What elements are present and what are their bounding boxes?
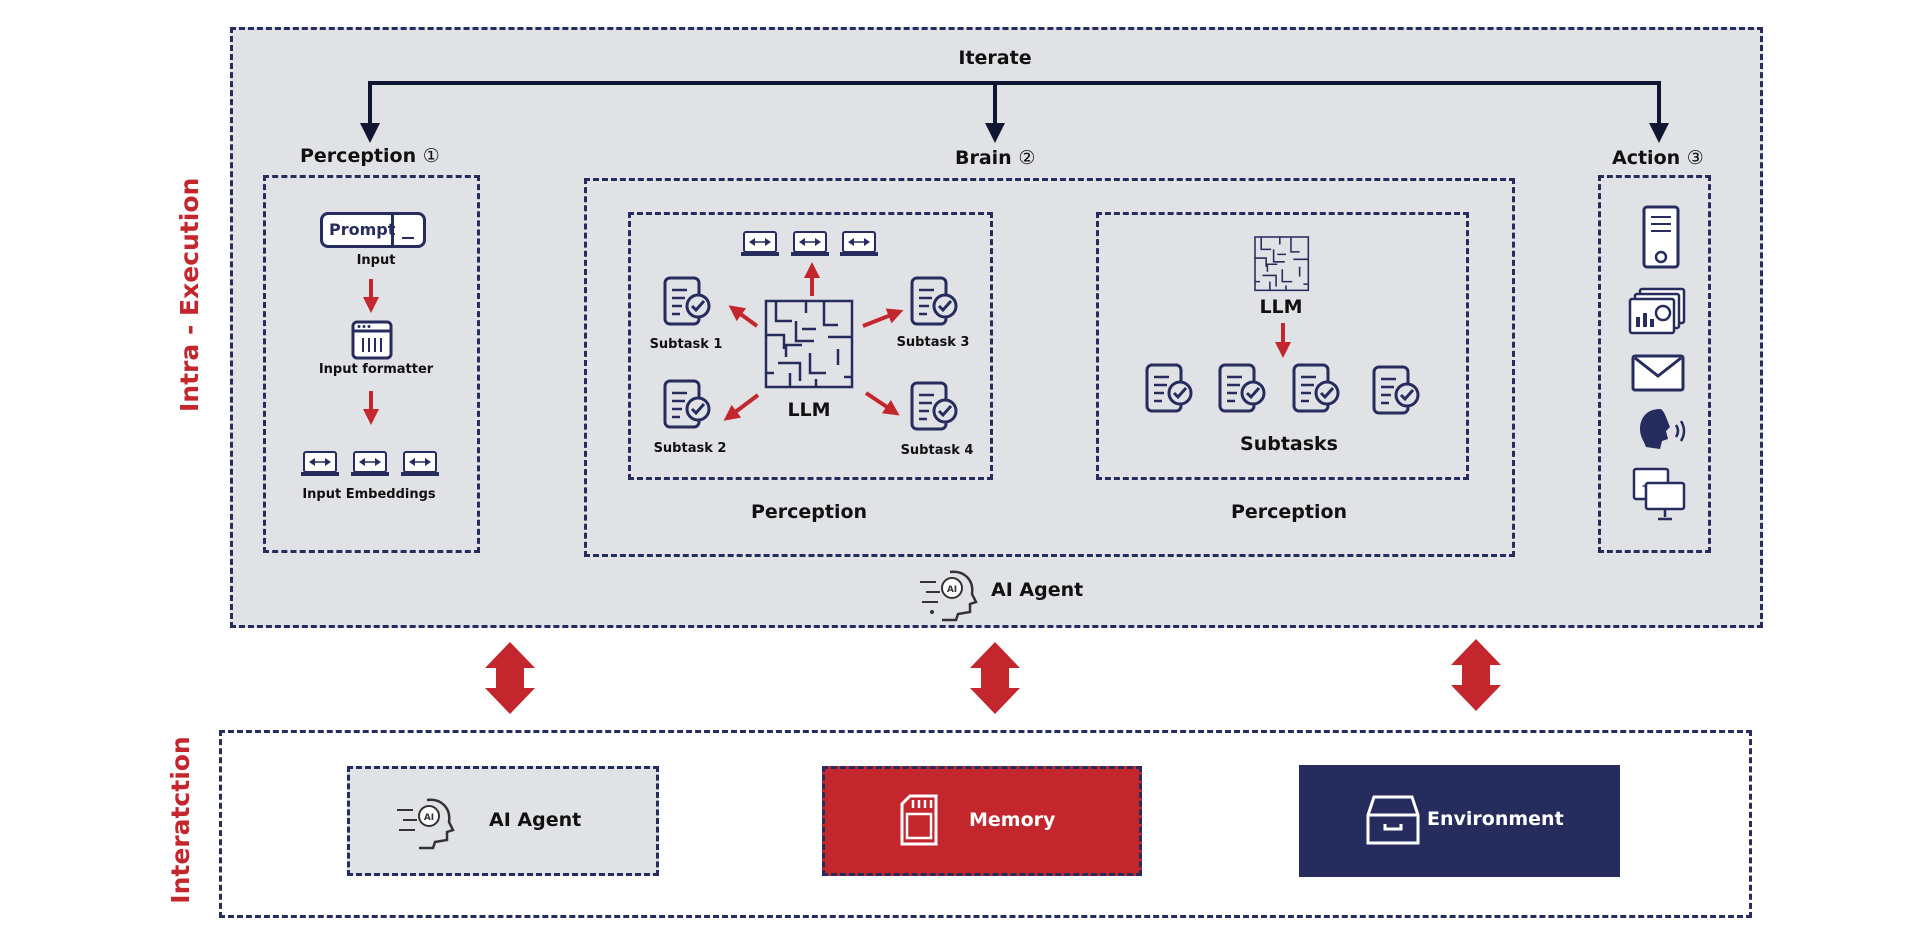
environment-label: Environment bbox=[1427, 808, 1564, 830]
brain-right-caption: Perception bbox=[1230, 501, 1348, 523]
prompt-divider bbox=[391, 215, 394, 245]
prompt-label: Prompt bbox=[329, 220, 396, 239]
input-formatter-label: Input formatter bbox=[318, 362, 434, 377]
subtasks-label: Subtasks bbox=[1240, 433, 1338, 455]
subtask-4-icon bbox=[910, 381, 958, 431]
subtask-doc-3-icon bbox=[1292, 363, 1340, 413]
code-screen-icon: </> bbox=[1632, 467, 1686, 521]
maze-small-icon bbox=[1254, 236, 1310, 292]
subtask-2-label: Subtask 2 bbox=[653, 441, 727, 456]
formatter-icon bbox=[351, 320, 393, 360]
brain-left-laptops bbox=[740, 231, 879, 257]
brain-right-panel bbox=[1096, 212, 1469, 480]
brain-left-panel bbox=[628, 212, 993, 480]
archive-drawer-icon bbox=[1366, 795, 1420, 845]
input-label: Input bbox=[356, 253, 396, 268]
subtask-4-label: Subtask 4 bbox=[900, 443, 974, 458]
subtask-1-icon bbox=[663, 276, 711, 326]
subtask-1-label: Subtask 1 bbox=[649, 337, 723, 352]
step-2-icon: ② bbox=[1018, 147, 1036, 169]
brain-left-arrows bbox=[723, 262, 904, 421]
interaction-ai-agent-label: AI Agent bbox=[489, 809, 582, 831]
mail-icon bbox=[1631, 354, 1685, 392]
ai-agent-top-label: AI Agent bbox=[991, 579, 1084, 601]
ai-agent-head-icon: AI bbox=[920, 570, 978, 622]
environment-box bbox=[1299, 765, 1620, 877]
server-icon bbox=[1642, 205, 1680, 269]
subtask-doc-2-icon bbox=[1218, 363, 1266, 413]
subtask-doc-1-icon bbox=[1145, 363, 1193, 413]
action-header: Action ③ bbox=[1612, 147, 1704, 169]
perception-header: Perception ① bbox=[300, 145, 440, 167]
brain-left-caption: Perception bbox=[750, 501, 868, 523]
input-embeddings-label: Input Embeddings bbox=[302, 487, 436, 502]
iterate-arrows bbox=[360, 81, 1669, 143]
brain-header: Brain ② bbox=[955, 147, 1036, 169]
interaction-ai-agent-icon: AI bbox=[397, 798, 455, 850]
dashboard-icon bbox=[1628, 287, 1686, 335]
action-panel bbox=[1598, 175, 1711, 553]
brain-left-llm-label: LLM bbox=[787, 399, 831, 421]
prompt-input-box: Prompt bbox=[320, 212, 426, 248]
subtask-3-label: Subtask 3 bbox=[896, 335, 970, 350]
svg-text:AI: AI bbox=[947, 585, 957, 595]
double-arrows bbox=[485, 639, 1501, 714]
memory-box bbox=[822, 766, 1142, 876]
subtask-doc-4-icon bbox=[1372, 365, 1420, 415]
brain-panel bbox=[584, 178, 1515, 557]
maze-llm-icon bbox=[764, 299, 854, 389]
step-3-icon: ③ bbox=[1686, 147, 1704, 169]
voice-icon bbox=[1640, 409, 1686, 449]
sd-card-icon bbox=[900, 794, 938, 846]
embedding-icons bbox=[300, 451, 440, 477]
interaction-ai-agent-box bbox=[347, 766, 659, 876]
cursor-icon bbox=[402, 237, 414, 239]
subtask-2-icon bbox=[663, 379, 711, 429]
brain-right-llm-label: LLM bbox=[1259, 296, 1303, 318]
perception-panel bbox=[263, 175, 480, 553]
step-1-icon: ① bbox=[422, 145, 440, 167]
memory-label: Memory bbox=[969, 809, 1056, 831]
subtask-3-icon bbox=[910, 276, 958, 326]
svg-text:AI: AI bbox=[424, 813, 434, 823]
iterate-label: Iterate bbox=[958, 47, 1032, 69]
